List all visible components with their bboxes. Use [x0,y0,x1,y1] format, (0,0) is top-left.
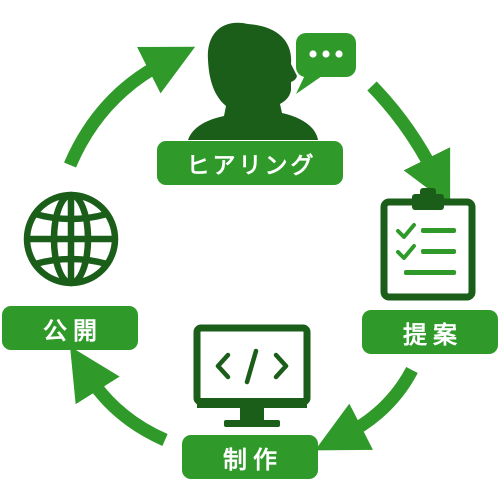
clipboard-checklist-icon [380,188,476,301]
arrow-production-to-publish [70,346,168,446]
person-icon [188,22,318,140]
cycle-arrows [64,46,451,451]
monitor-code-icon [193,324,311,427]
arrow-hearing-to-proposal [367,81,451,206]
globe-icon [23,191,119,287]
arrow-publish-to-hearing [64,46,196,168]
step-label-production: 制作 [182,435,318,479]
arrow-proposal-to-production [314,366,418,451]
speech-bubble-icon [296,33,356,94]
step-label-publish: 公開 [2,306,138,350]
step-label-proposal: 提案 [362,310,498,354]
step-label-hearing: ヒアリング [157,141,343,185]
